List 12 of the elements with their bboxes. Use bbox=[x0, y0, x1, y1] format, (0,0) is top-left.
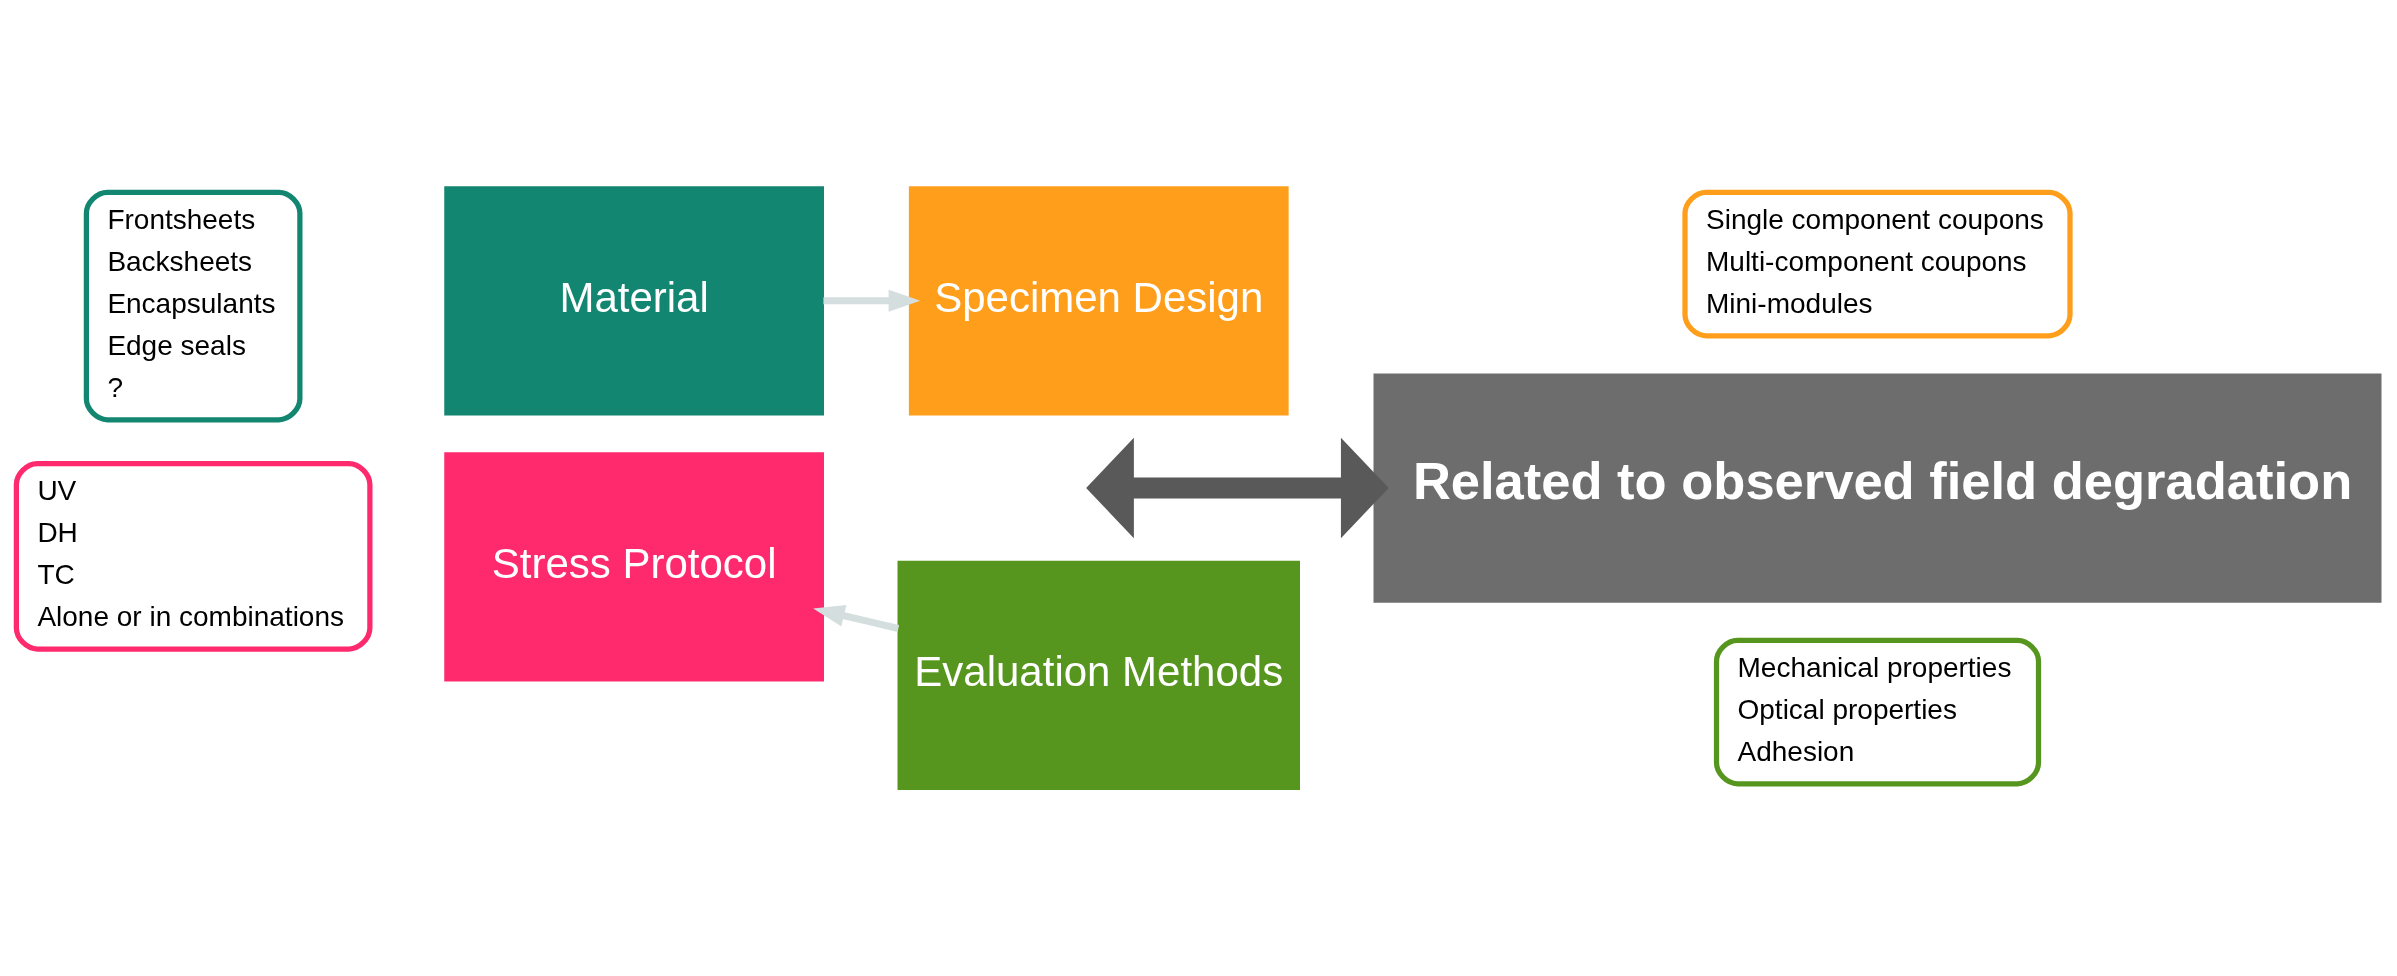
arrow bbox=[1086, 437, 1389, 539]
node-box: UV DH TC Alone or in combinations bbox=[13, 460, 373, 652]
node-box: Mechanical properties Optical properties Adhesion bbox=[1713, 637, 2042, 787]
node-box: Material bbox=[444, 186, 824, 416]
arrow bbox=[813, 604, 900, 632]
node-box: Stress Protocol bbox=[444, 452, 824, 682]
arrow bbox=[823, 289, 921, 312]
node-box: Specimen Design bbox=[908, 186, 1289, 416]
node-box: Evaluation Methods bbox=[897, 560, 1300, 790]
node-box: Frontsheets Backsheets Encapsulants Edge seals ? bbox=[83, 189, 303, 423]
node-box: Single component coupons Multi-component coupons Mini-modules bbox=[1682, 189, 2073, 339]
node-box: Related to observed field degradation bbox=[1373, 373, 2382, 603]
